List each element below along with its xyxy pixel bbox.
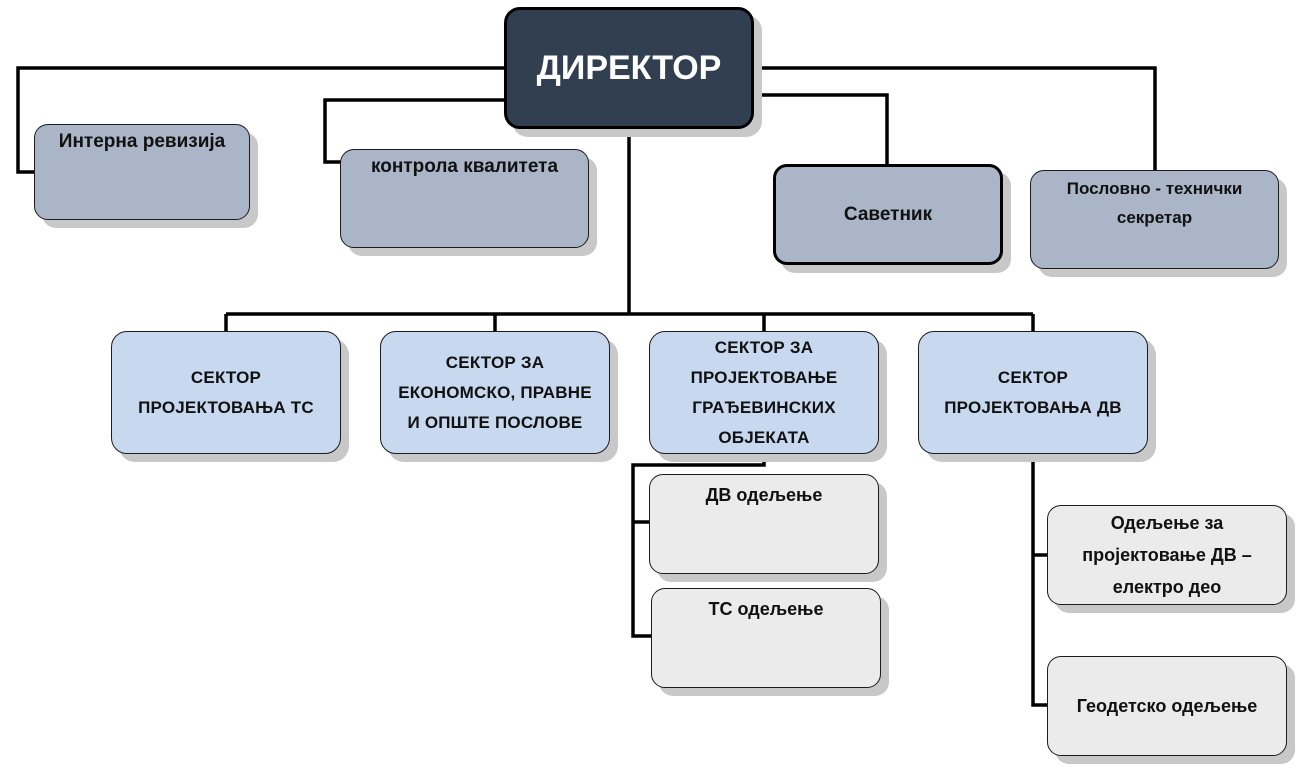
dv-department-box: ДВ одељење	[649, 474, 879, 574]
sector-civil-design-line2: ПРОЈЕКТОВАЊЕ	[690, 367, 838, 387]
dv-electro-line1: Одељење за	[1110, 513, 1224, 533]
sector-dv-design-line1: СЕКТОР	[997, 367, 1069, 387]
connector-advisor	[754, 93, 889, 164]
connector-secretary	[754, 66, 1157, 170]
secretary-label-line1: Пословно - технички	[1066, 179, 1243, 198]
dv-electro-line3: електро део	[1112, 577, 1222, 597]
advisor-label: Саветник	[843, 203, 933, 225]
connector-dv-depts	[1031, 455, 1049, 707]
sector-economic-line2: ЕКОНОМСКО, ПРАВНЕ	[398, 382, 592, 402]
sector-ts-design-line2: ПРОЈЕКТОВАЊА ТС	[138, 397, 314, 417]
sector-ts-design-box: СЕКТОР ПРОЈЕКТОВАЊА ТС	[111, 331, 341, 454]
sector-civil-design-line4: ОБЈЕКАТА	[718, 427, 810, 447]
quality-control-label: контрола квалитета	[370, 156, 559, 177]
internal-audit-label: Интерна ревизија	[58, 131, 226, 152]
ts-department-label: ТС одељење	[708, 599, 824, 619]
secretary-box: Пословно - технички секретар	[1030, 170, 1279, 269]
connector-internal-audit	[16, 66, 504, 174]
dv-department-label: ДВ одељење	[705, 485, 823, 505]
ts-department-box: ТС одељење	[651, 588, 881, 688]
director-box: ДИРЕКТОР	[504, 7, 754, 129]
dv-electro-line2: пројектовање ДВ –	[1082, 545, 1252, 565]
connector-quality-control	[323, 98, 504, 164]
geodetic-department-label: Геодетско одељење	[1076, 696, 1258, 716]
advisor-box: Саветник	[773, 164, 1003, 265]
director-label: ДИРЕКТОР	[536, 48, 722, 87]
sector-dv-design-line2: ПРОЈЕКТОВАЊА ДВ	[944, 397, 1122, 417]
quality-control-box: контрола квалитета	[340, 149, 589, 248]
sector-civil-design-line3: ГРАЂЕВИНСКИХ	[692, 397, 836, 417]
sector-civil-design-line1: СЕКТОР ЗА	[714, 337, 814, 357]
sector-civil-design-box: СЕКТОР ЗА ПРОЈЕКТОВАЊЕ ГРАЂЕВИНСКИХ ОБЈЕ…	[649, 331, 879, 454]
internal-audit-box: Интерна ревизија	[34, 124, 250, 220]
connector-civil-depts	[631, 455, 766, 638]
sector-economic-line1: СЕКТОР ЗА	[445, 352, 545, 372]
dv-electro-department-box: Одељење за пројектовање ДВ – електро део	[1047, 505, 1287, 605]
geodetic-department-box: Геодетско одељење	[1047, 656, 1287, 756]
secretary-label-line2: секретар	[1116, 208, 1193, 227]
sector-dv-design-box: СЕКТОР ПРОЈЕКТОВАЊА ДВ	[918, 331, 1148, 454]
sector-ts-design-line1: СЕКТОР	[190, 367, 262, 387]
sector-economic-line3: И ОПШТЕ ПОСЛОВЕ	[407, 412, 583, 432]
sector-economic-box: СЕКТОР ЗА ЕКОНОМСКО, ПРАВНЕ И ОПШТЕ ПОСЛ…	[380, 331, 610, 454]
